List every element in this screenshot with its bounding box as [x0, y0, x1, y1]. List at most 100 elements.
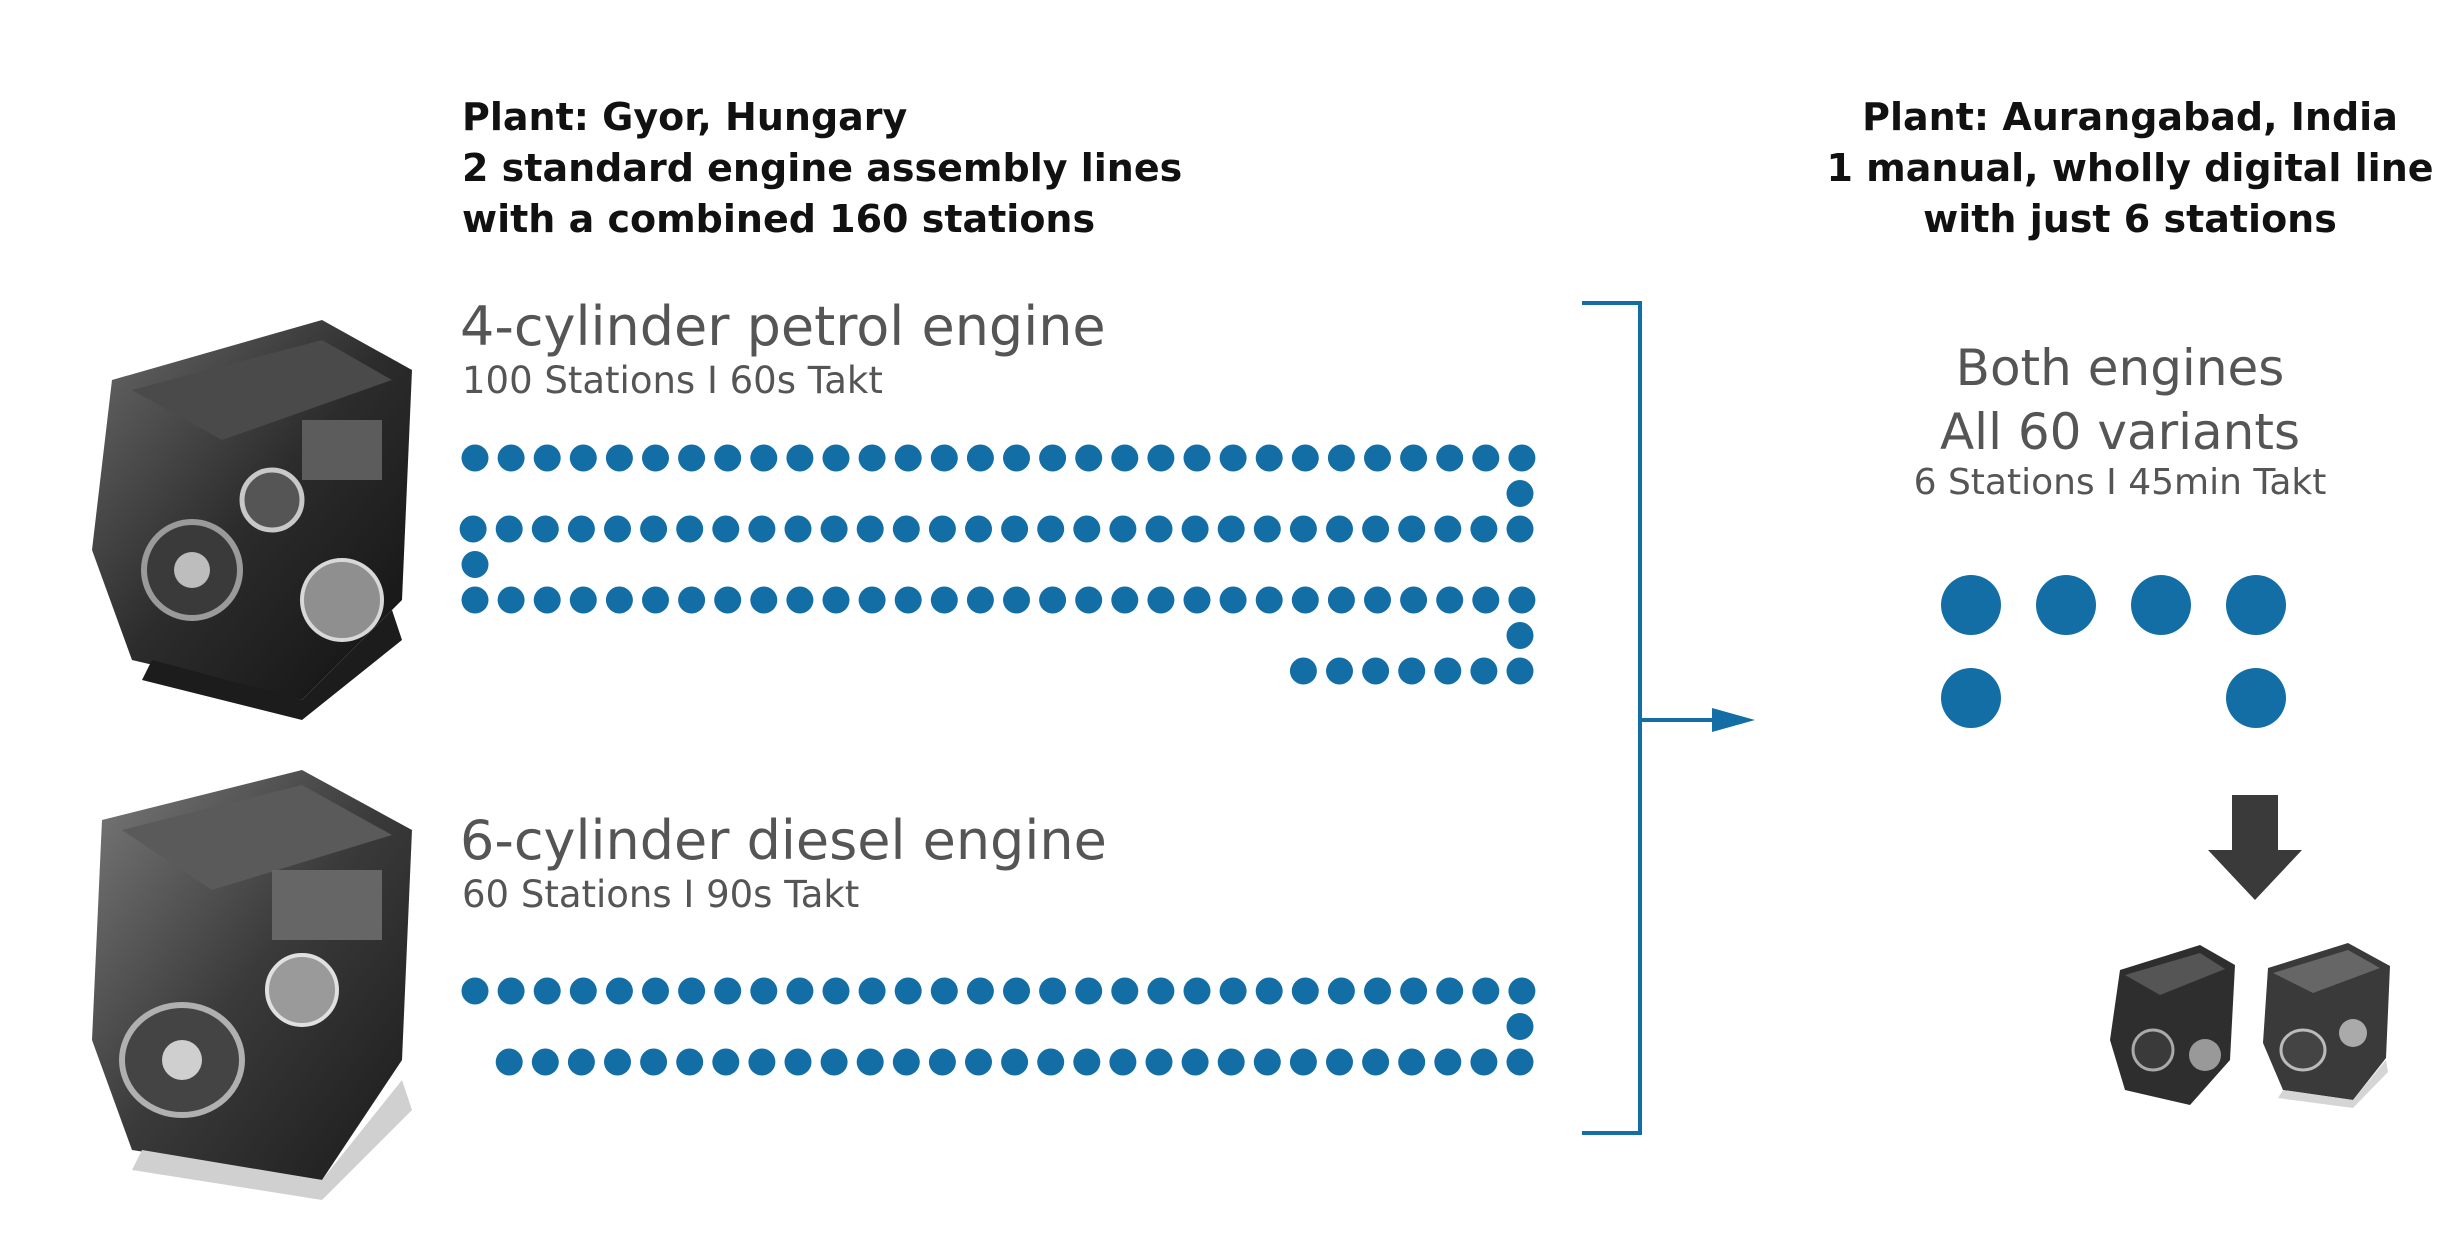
petrol-station-dot [1145, 515, 1173, 543]
petrol-station-dot [605, 444, 633, 472]
diesel-station-dot [1073, 1048, 1101, 1076]
petrol-station-dot [1255, 586, 1283, 614]
petrol-station-dot [966, 444, 994, 472]
diesel-station-dot [1181, 1048, 1209, 1076]
combined-station-dot [2226, 668, 2286, 728]
diesel-station-dot [928, 1048, 956, 1076]
diesel-station-dot [750, 977, 778, 1005]
diesel-station-dot [822, 977, 850, 1005]
diesel-station-dot [1109, 1048, 1137, 1076]
petrol-station-dot [1472, 586, 1500, 614]
petrol-station-dot [1398, 515, 1426, 543]
petrol-station-dot [1073, 515, 1101, 543]
diesel-station-dot [748, 1048, 776, 1076]
petrol-station-dot [858, 444, 886, 472]
petrol-station-dot [714, 444, 742, 472]
petrol-station-dot [678, 586, 706, 614]
petrol-station-dot [1434, 657, 1462, 685]
petrol-station-dot [822, 586, 850, 614]
diesel-station-dot [1289, 1048, 1317, 1076]
petrol-station-dot [1183, 586, 1211, 614]
aurangabad-line-description: 1 manual, wholly digital line [1826, 146, 2434, 190]
petrol-station-dot [1039, 444, 1067, 472]
petrol-station-dot [784, 515, 812, 543]
petrol-station-dot [1253, 515, 1281, 543]
petrol-station-dot [928, 515, 956, 543]
aurangabad-plant-header: Plant: Aurangabad, India 1 manual, wholl… [1790, 92, 2451, 245]
diesel-station-dot [678, 977, 706, 1005]
combined-station-dot [2131, 575, 2191, 635]
diesel-station-dot [1327, 977, 1355, 1005]
small-diesel-engine-image [2263, 943, 2390, 1108]
petrol-station-dot [605, 586, 633, 614]
petrol-station-dot [1362, 657, 1390, 685]
petrol-station-dot [966, 586, 994, 614]
diesel-station-dot [1508, 977, 1536, 1005]
petrol-station-dot [786, 586, 814, 614]
petrol-station-dot [1111, 586, 1139, 614]
petrol-station-dot [1362, 515, 1390, 543]
petrol-station-dot [1183, 444, 1211, 472]
diesel-station-dots [461, 977, 1536, 1076]
diesel-station-dot [1434, 1048, 1462, 1076]
petrol-station-dot [1506, 657, 1534, 685]
petrol-station-dot [567, 515, 595, 543]
petrol-station-dot [1289, 515, 1317, 543]
petrol-station-dot [533, 586, 561, 614]
diesel-station-dot [1039, 977, 1067, 1005]
petrol-station-dot [1255, 444, 1283, 472]
diesel-station-dot [1398, 1048, 1426, 1076]
petrol-station-dot [1039, 586, 1067, 614]
petrol-station-connector-dot [1506, 480, 1534, 507]
petrol-station-dot [1291, 586, 1319, 614]
petrol-station-dot [533, 444, 561, 472]
diesel-station-dot [930, 977, 958, 1005]
petrol-station-dot [604, 515, 631, 543]
diesel-station-dot [461, 977, 489, 1005]
gyor-lines-description: 2 standard engine assembly lines [462, 146, 1183, 190]
petrol-station-dot [1289, 657, 1317, 685]
merge-bracket [1582, 301, 1642, 1135]
petrol-station-dot [1436, 586, 1464, 614]
petrol-station-dot [461, 586, 489, 614]
petrol-station-dot [820, 515, 848, 543]
petrol-station-dot [1219, 586, 1247, 614]
diesel-station-dot [1362, 1048, 1390, 1076]
diesel-station-dot [894, 977, 922, 1005]
diesel-station-dot [1472, 977, 1500, 1005]
petrol-station-dot [1001, 515, 1029, 543]
petrol-engine-subtitle: 100 Stations I 60s Takt [462, 359, 883, 402]
petrol-station-dot [642, 444, 669, 472]
diesel-station-connector-dot [1506, 1013, 1534, 1040]
petrol-engine-title: 4-cylinder petrol engine [460, 295, 1106, 358]
combined-subtitle: 6 Stations I 45min Takt [1913, 462, 2327, 503]
diesel-station-dot [856, 1048, 884, 1076]
petrol-station-dot [1111, 444, 1139, 472]
combined-station-dot [2226, 575, 2286, 635]
petrol-station-dot [497, 444, 525, 472]
diesel-station-dot [531, 1048, 559, 1076]
diesel-station-dot [569, 977, 597, 1005]
merge-arrow-head [1712, 708, 1755, 732]
petrol-station-dot [1003, 444, 1030, 472]
petrol-station-dot [1075, 586, 1103, 614]
diesel-station-dot [1111, 977, 1139, 1005]
petrol-station-dot [1109, 515, 1137, 543]
petrol-station-dot [531, 515, 559, 543]
diesel-station-dot [533, 977, 561, 1005]
diesel-station-dot [1255, 977, 1283, 1005]
petrol-station-dot [1400, 586, 1428, 614]
petrol-station-dot [1037, 515, 1065, 543]
petrol-station-dot [1326, 657, 1353, 685]
diesel-station-dot [1326, 1048, 1353, 1076]
petrol-station-dot [1075, 444, 1103, 472]
small-petrol-engine-image [2110, 945, 2235, 1105]
petrol-station-dot [714, 586, 742, 614]
combined-station-dot [1941, 668, 2001, 728]
combined-title-both-engines: Both engines [1955, 339, 2285, 397]
petrol-station-dot [642, 586, 669, 614]
diesel-station-dot [1001, 1048, 1029, 1076]
petrol-station-dot [1291, 444, 1319, 472]
petrol-station-dot [930, 586, 958, 614]
